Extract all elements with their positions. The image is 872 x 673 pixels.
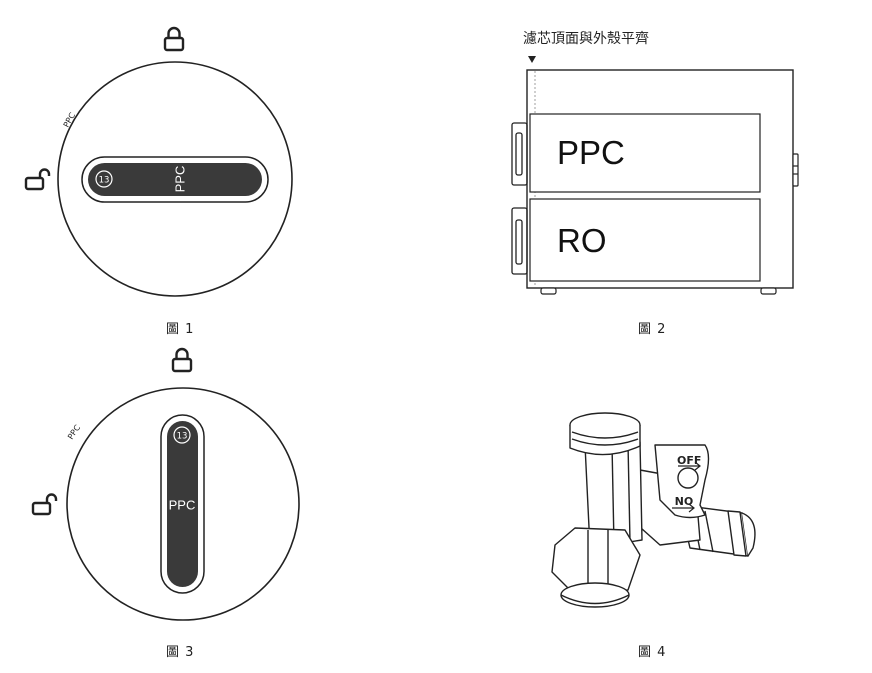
alignment-marker-icon — [528, 56, 536, 63]
valve-off-label: OFF — [677, 454, 701, 467]
badge-number: 13 — [177, 432, 188, 442]
valve-on-label: ON — [675, 494, 694, 507]
filter-handle-left — [511, 122, 528, 275]
figure-1: PPC 13 PPC — [24, 26, 293, 297]
lock-open-icon — [24, 168, 51, 191]
valve-dial — [677, 467, 699, 489]
arrow-right-icon — [672, 503, 695, 513]
filter-handle — [88, 163, 262, 196]
figure-2-caption: 圖 2 — [638, 322, 667, 337]
badge-circle — [95, 170, 113, 188]
tee-hex-nut — [551, 527, 641, 596]
filter-box-ppc — [529, 113, 761, 193]
filter-handle — [167, 421, 198, 587]
figure-4-valve — [551, 412, 756, 608]
badge-number: 13 — [99, 176, 110, 186]
badge-circle — [173, 426, 191, 444]
lock-closed-icon — [171, 347, 193, 373]
figure-3-caption: 圖 3 — [166, 645, 195, 660]
housing-feet — [540, 287, 777, 295]
lock-closed-icon — [163, 26, 185, 52]
alignment-note: 濾芯頂面與外殼平齊 — [523, 31, 649, 47]
arc-label: PPC — [66, 423, 82, 441]
right-connectors — [792, 153, 799, 187]
figure-1-caption: 圖 1 — [166, 322, 195, 337]
figure-2: PPC RO — [511, 56, 799, 295]
figure-3: PPC 13 PPC — [31, 347, 300, 621]
slot-label: PPC — [172, 166, 187, 193]
slot-label: PPC — [169, 497, 196, 512]
figure-4-caption: 圖 4 — [638, 645, 667, 660]
filter-box-ro — [529, 198, 761, 282]
filter-label-ppc: PPC — [557, 134, 625, 171]
filter-label-ro: RO — [557, 222, 607, 259]
arrow-right-icon — [678, 461, 701, 471]
lock-open-icon — [31, 493, 58, 516]
